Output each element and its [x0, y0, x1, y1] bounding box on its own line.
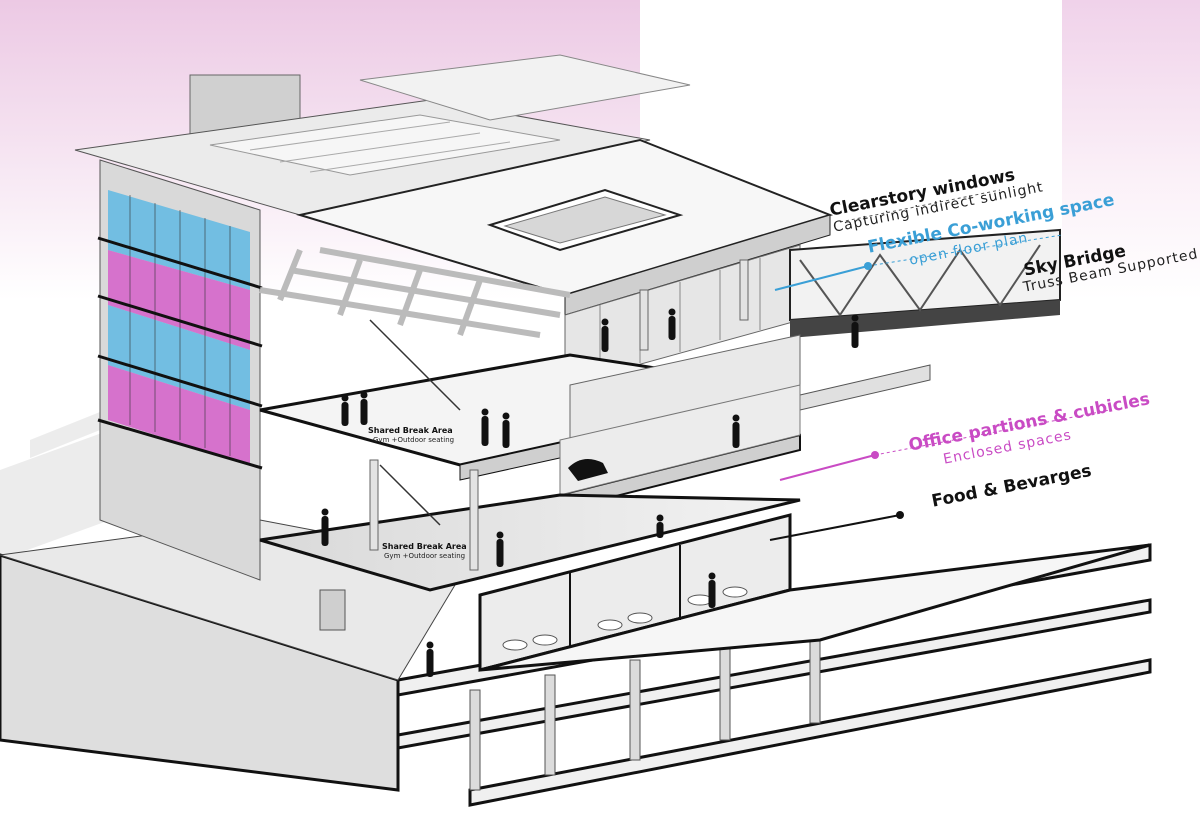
basement-columns	[469, 627, 821, 791]
middle-floors	[259, 247, 801, 592]
person-icon	[668, 308, 676, 340]
person-icon	[496, 531, 504, 567]
person-icon	[601, 318, 609, 352]
person-icon	[321, 508, 329, 546]
leader-lines	[769, 189, 1111, 541]
person-icon	[481, 408, 489, 446]
person-icon	[851, 314, 859, 348]
left-facade	[97, 159, 263, 581]
person-icon	[360, 391, 368, 425]
ground-shadow	[0, 412, 110, 560]
person-icon	[708, 572, 716, 608]
break-area-title: Shared Break Area	[382, 542, 467, 551]
columns	[369, 259, 749, 571]
person-icon	[426, 641, 434, 677]
break-area-subtitle: Gym +Outdoor seating	[384, 552, 466, 560]
piano-icon	[568, 459, 608, 481]
person-icon	[656, 514, 664, 538]
break-area-title: Shared Break Area	[368, 426, 453, 435]
person-icon	[732, 414, 740, 448]
roof	[74, 54, 691, 216]
ground-floor-rooms	[478, 513, 1151, 672]
person-icon	[341, 394, 349, 426]
break-area-subtitle: Gym +Outdoor seating	[373, 436, 455, 444]
person-icon	[502, 412, 510, 448]
leader-dots	[864, 262, 904, 519]
people	[321, 308, 859, 677]
